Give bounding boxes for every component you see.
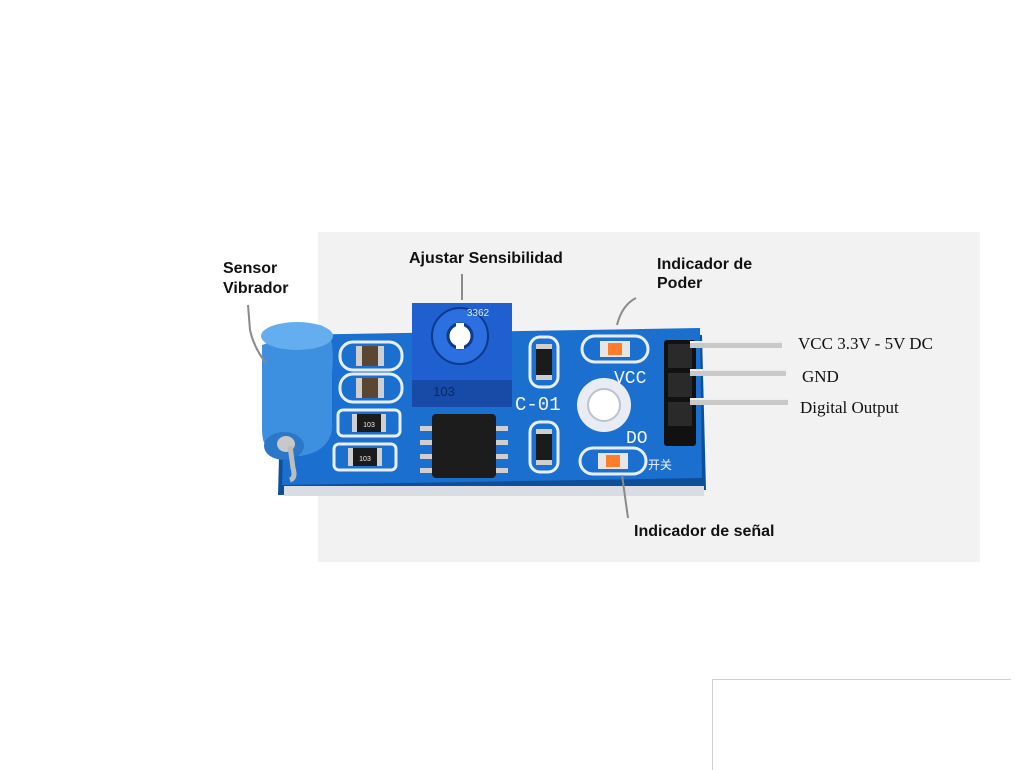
smd-components-left [332, 340, 404, 472]
silk-vcc: VCC [614, 369, 647, 389]
silk-model: C-01 [515, 394, 561, 416]
label-sensitivity: Ajustar Sensibilidad [409, 250, 563, 267]
label-power-line2: Poder [657, 275, 703, 292]
label-signal: Indicador de señal [634, 523, 775, 540]
silk-do: DO [626, 429, 648, 449]
pin-label-gnd: GND [802, 367, 839, 386]
smd-components-right [528, 335, 560, 474]
mounting-hole [577, 378, 631, 432]
label-power-line1: Indicador de [657, 256, 753, 273]
resistor-code-2: 103 [359, 456, 371, 463]
pin-label-digital-output: Digital Output [800, 398, 899, 417]
power-led [580, 334, 650, 364]
signal-led [578, 446, 648, 476]
frame-corner [712, 679, 1011, 770]
pot-code-top: 3362 [467, 308, 490, 319]
resistor-code-1: 103 [363, 422, 375, 429]
silk-switch: 开关 [648, 458, 672, 472]
comparator-chip [420, 414, 508, 478]
label-sensor-line2: Vibrador [223, 280, 289, 297]
callout-lines [247, 274, 637, 519]
pin-header [664, 340, 788, 446]
vibration-sensor [261, 322, 333, 483]
pin-label-vcc: VCC 3.3V - 5V DC [798, 334, 933, 353]
potentiometer [412, 303, 512, 407]
label-sensor-line1: Sensor [223, 260, 278, 277]
pot-code-front: 103 [433, 384, 455, 399]
